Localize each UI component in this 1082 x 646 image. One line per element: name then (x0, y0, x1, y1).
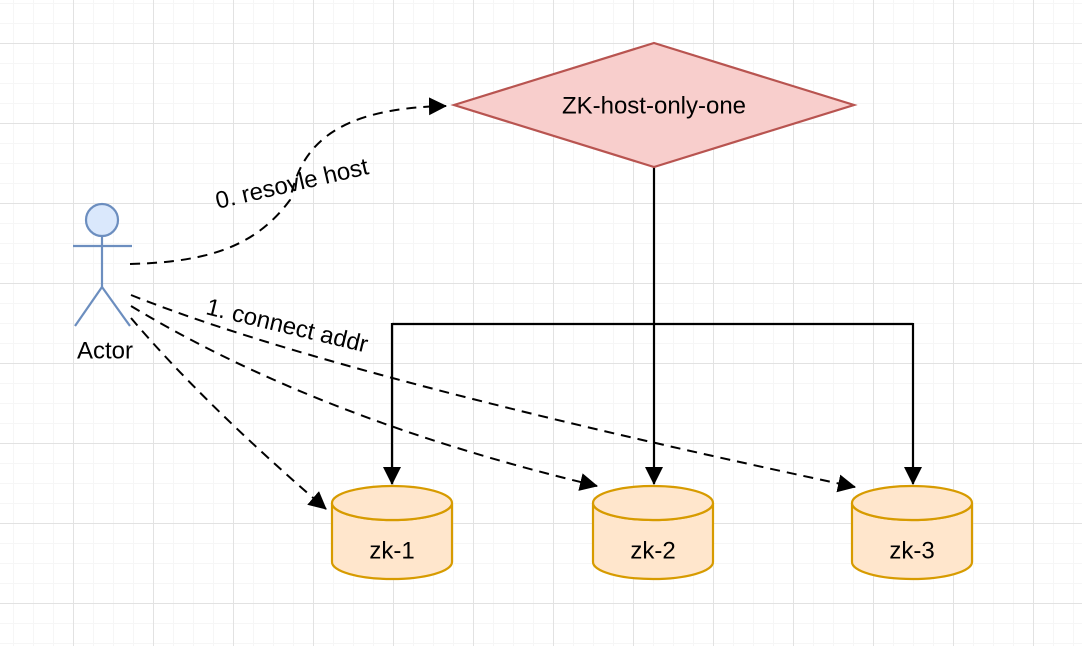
decision-node: ZK-host-only-one (450, 41, 858, 169)
zk1-cylinder-top (330, 484, 454, 522)
zk2-cylinder-top (591, 484, 715, 522)
connect-zk1-edge (130, 317, 327, 510)
resolve-host-label: 0. resovle host (213, 153, 371, 214)
connect-zk3-edge (130, 294, 856, 493)
server-node-zk3: zk-3 (850, 484, 974, 581)
zk2-label: zk-2 (630, 538, 675, 565)
actor-node: Actor (73, 202, 133, 365)
actor-right-leg (101, 286, 131, 327)
zk1-label: zk-1 (369, 538, 414, 565)
actor-label: Actor (77, 338, 133, 365)
decision-label: ZK-host-only-one (562, 93, 746, 120)
resolve-host-edge (129, 97, 447, 265)
server-node-zk2: zk-2 (591, 484, 715, 581)
actor-edges (129, 97, 856, 510)
decision-diamond-shape (450, 41, 858, 169)
zk3-label: zk-3 (889, 538, 934, 565)
decision-to-servers-edges (383, 167, 922, 485)
actor-left-leg (74, 286, 103, 327)
server-node-zk1: zk-1 (330, 484, 454, 581)
actor-head (84, 202, 120, 238)
connect-addr-label: 1. connect addr (203, 294, 370, 359)
zk3-cylinder-top (850, 484, 974, 522)
